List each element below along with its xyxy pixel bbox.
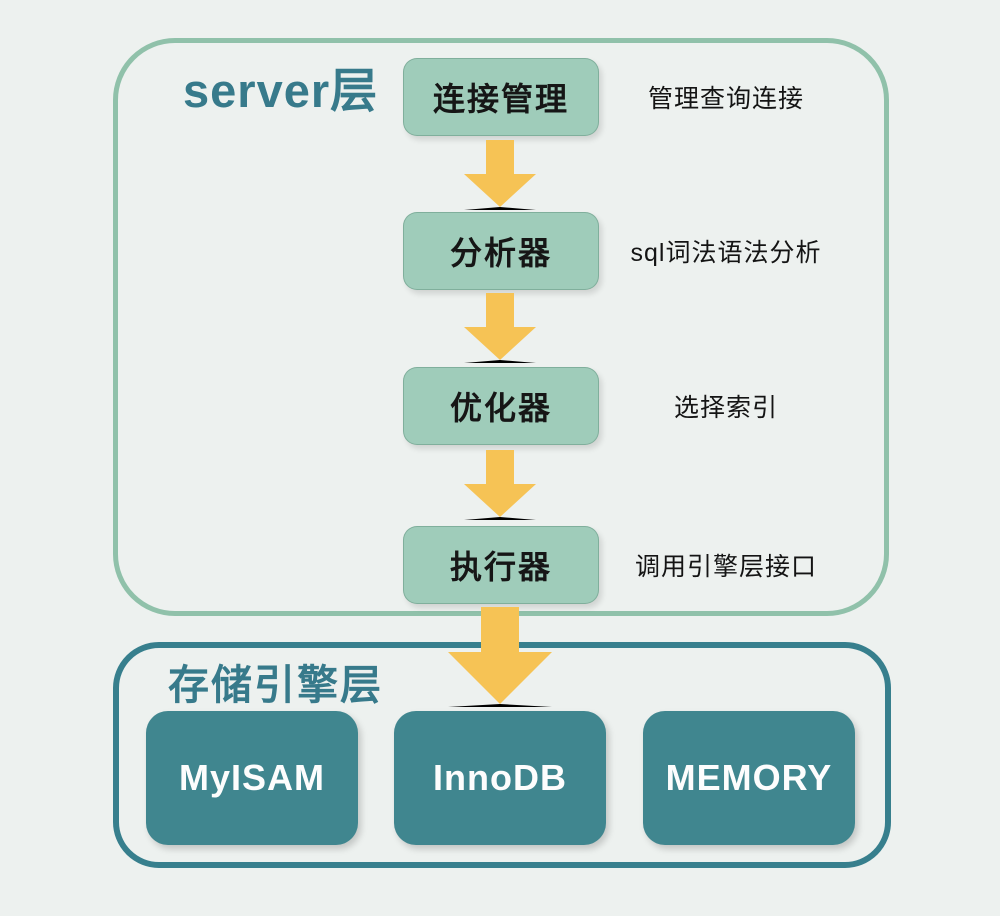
arrow-down-icon [464, 140, 536, 210]
arrow-head [448, 652, 552, 707]
engine-box-memory: MEMORY [643, 711, 855, 845]
arrow-down-icon [464, 450, 536, 520]
step-box-optimizer: 优化器 [403, 367, 599, 445]
arrow-head [464, 327, 536, 363]
step-note-optimizer: 选择索引 [673, 394, 778, 422]
arrow-shaft [486, 140, 514, 174]
arrow-head [464, 484, 536, 520]
step-note-analyzer: sql词法语法分析 [630, 239, 822, 267]
engine-box-myisam: MyISAM [146, 711, 358, 845]
arrow-shaft [486, 450, 514, 484]
step-box-connection-management: 连接管理 [403, 58, 599, 136]
arrow-down-icon [464, 293, 536, 363]
step-box-executor: 执行器 [403, 526, 599, 604]
storage-engine-layer-title: 存储引擎层 [168, 662, 383, 708]
arrow-shaft [486, 293, 514, 327]
step-note-executor: 调用引擎层接口 [634, 553, 817, 581]
engine-box-innodb: InnoDB [394, 711, 606, 845]
arrow-down-to-storage-icon [448, 607, 552, 707]
step-box-analyzer: 分析器 [403, 212, 599, 290]
server-layer-title: server层 [183, 64, 379, 117]
step-note-connection-management: 管理查询连接 [647, 85, 804, 113]
arrow-head [464, 174, 536, 210]
arrow-shaft [481, 607, 519, 652]
